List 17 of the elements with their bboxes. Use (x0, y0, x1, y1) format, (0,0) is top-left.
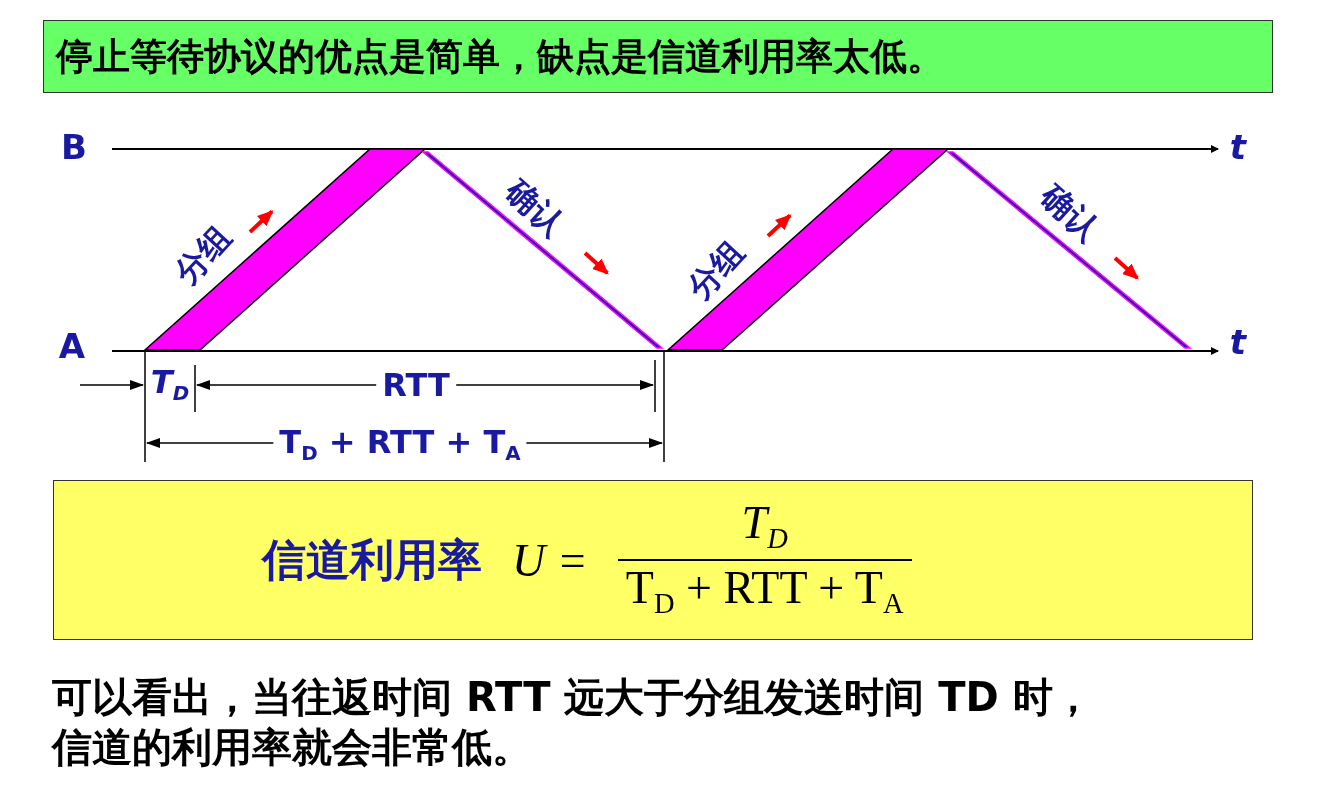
note-text: 可以看出，当往返时间 RTT 远大于分组发送时间 TD 时，信道的利用率就会非常低。 (52, 673, 1094, 772)
packet-label: 分组 (680, 234, 752, 306)
ack-label: 确认 (1033, 177, 1107, 249)
packet-label: 分组 (167, 219, 239, 291)
formula-lhs: U = (512, 533, 588, 587)
time-label: t (1229, 323, 1247, 363)
dimension-label: T$_{D}$ (150, 364, 190, 406)
formula-name: 信道利用率 (262, 532, 482, 587)
title-text: 停止等待协议的优点是简单，缺点是信道利用率太低。 (56, 33, 944, 80)
ack-label: 确认 (498, 172, 572, 244)
fraction-denominator: T$_{D}$ + RTT + T$_{A}$ (624, 561, 905, 621)
axis-label: A (58, 327, 86, 367)
axis-label: B (61, 128, 87, 168)
time-label: t (1229, 128, 1247, 168)
formula-panel (53, 480, 1253, 640)
title-banner (43, 20, 1273, 93)
fraction-numerator: T$_{D}$ (740, 496, 789, 556)
